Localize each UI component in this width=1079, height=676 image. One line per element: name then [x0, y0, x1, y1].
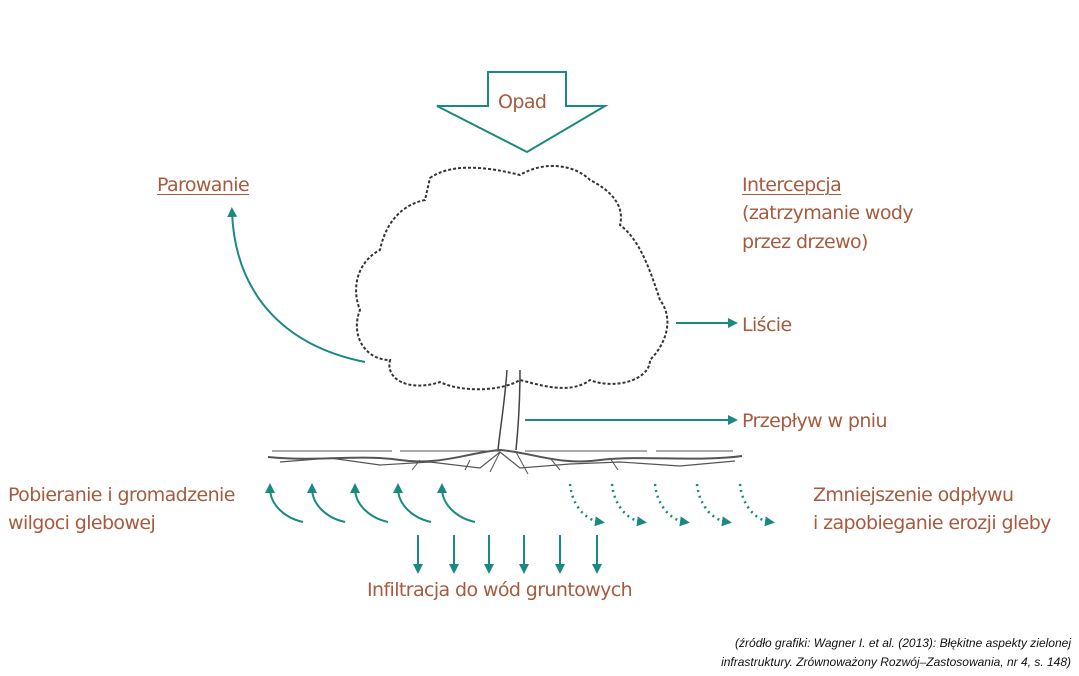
- label-intercepcja-line3: przez drzewo): [742, 231, 868, 253]
- evaporation-arrow: [227, 207, 366, 363]
- runoff-arrows: [568, 483, 775, 527]
- infiltration-arrows: [413, 535, 602, 574]
- label-opad: Opad: [498, 91, 547, 113]
- label-intercepcja-line2: (zatrzymanie wody: [742, 202, 914, 224]
- source-caption: (źródło grafiki: Wagner I. et al. (2013)…: [721, 634, 1071, 672]
- label-infiltracja: Infiltracja do wód gruntowych: [367, 579, 633, 601]
- label-przeplyw: Przepływ w pniu: [742, 410, 887, 432]
- source-line2: infrastruktury. Zrównoważony Rozwój–Zast…: [721, 655, 1071, 669]
- label-pobieranie-line2: wilgoci glebowej: [8, 512, 156, 534]
- uptake-arrows: [265, 483, 476, 523]
- label-parowanie: Parowanie: [157, 174, 250, 196]
- precipitation-arrow: [436, 71, 609, 154]
- label-pobieranie-line1: Pobieranie i gromadzenie: [8, 484, 235, 506]
- tree-icon: [355, 164, 669, 451]
- label-zmniejszenie-line1: Zmniejszenie odpływu: [813, 484, 1014, 506]
- label-intercepcja: Intercepcja: [742, 174, 842, 196]
- label-zmniejszenie-line2: i zapobieganie erozji gleby: [813, 512, 1051, 534]
- roots: [267, 448, 743, 475]
- label-liscie: Liście: [742, 314, 792, 336]
- source-line1: (źródło grafiki: Wagner I. et al. (2013)…: [735, 636, 1071, 650]
